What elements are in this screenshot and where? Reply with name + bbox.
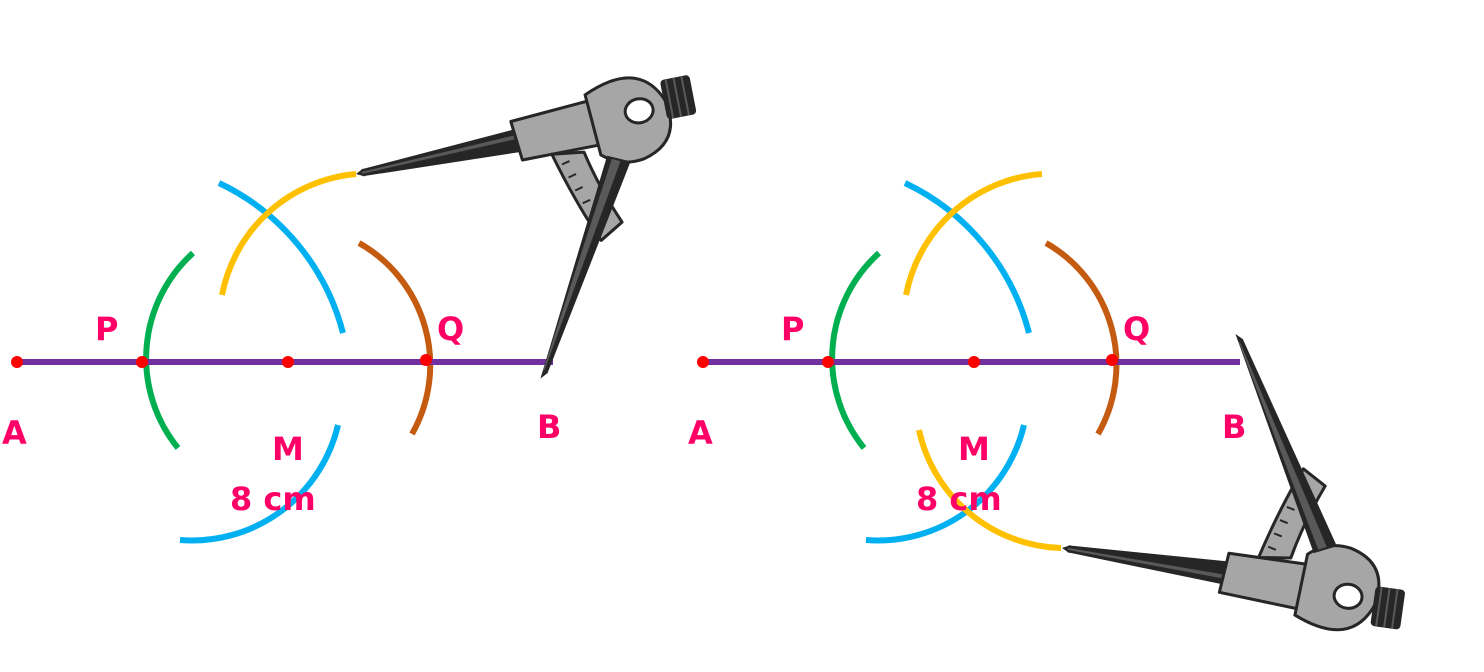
left-label-p: P [95, 310, 118, 348]
right-arc-yellow-upper [903, 171, 1043, 296]
left-point-q [420, 354, 432, 366]
left-label-m: M [272, 430, 304, 468]
right-point-a [697, 356, 709, 368]
right-point-p [822, 356, 834, 368]
right-label-b: B [1222, 408, 1246, 446]
left-point-m [282, 356, 294, 368]
right-figure: A P Q B M 8 cm [688, 171, 1439, 641]
right-point-m [968, 356, 980, 368]
left-figure: A P Q B M 8 cm [2, 64, 743, 544]
left-label-a: A [2, 414, 27, 452]
left-arc-yellow [219, 171, 357, 296]
right-label-a: A [688, 414, 713, 452]
left-arc-brown [357, 240, 434, 436]
right-arc-yellow-lower [916, 429, 1062, 551]
left-arc-blue-upper [217, 180, 346, 334]
left-point-p [136, 356, 148, 368]
right-arc-green [829, 250, 882, 450]
left-label-q: Q [437, 310, 464, 348]
compass-icon [346, 64, 743, 408]
right-label-m: M [958, 430, 990, 468]
left-arc-green [143, 250, 196, 450]
left-label-length: 8 cm [230, 480, 316, 518]
left-label-b: B [537, 408, 561, 446]
left-arc-blue-lower [179, 424, 341, 544]
right-label-q: Q [1123, 310, 1150, 348]
left-point-a [11, 356, 23, 368]
right-arc-blue-upper [903, 180, 1032, 334]
right-arc-brown [1044, 240, 1120, 436]
right-point-q [1106, 354, 1118, 366]
right-label-length: 8 cm [916, 480, 1002, 518]
right-label-p: P [781, 310, 804, 348]
